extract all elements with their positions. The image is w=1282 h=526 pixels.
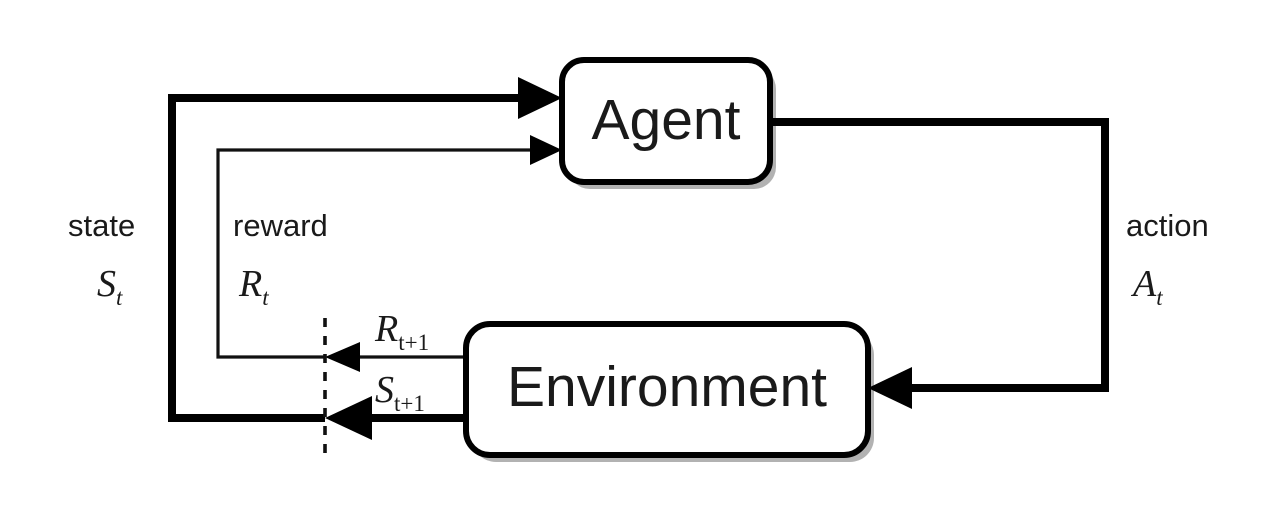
environment-box[interactable] [463,321,871,458]
agent-label: Agent [592,88,741,152]
reward-arrowhead-into-agent [530,135,562,165]
state-word-label: state [68,208,135,243]
reward-edge-path [216,148,536,359]
environment-label: Environment [507,355,827,419]
state-next-arrowhead [325,396,372,440]
state-symbol-sub: t [116,285,123,310]
label-state: state St [68,208,135,310]
node-environment[interactable]: Environment [463,321,874,462]
label-reward: reward Rt [233,208,328,310]
label-reward-next: Rt+1 [374,308,429,355]
reward-symbol: Rt [238,263,269,310]
reward-symbol-base: R [238,263,262,305]
agent-box[interactable] [559,57,773,185]
reward-symbol-sub: t [262,285,269,310]
edge-reward-to-agent [216,135,562,359]
reward-next-symbol-sub: t+1 [398,330,429,355]
edge-state-to-agent [168,77,562,422]
action-symbol: At [1130,263,1163,310]
reward-next-symbol: Rt+1 [374,308,429,355]
state-next-symbol-base: S [375,369,394,411]
edge-reward-next [325,342,466,372]
state-symbol-base: S [97,263,116,305]
action-symbol-sub: t [1156,285,1163,310]
state-next-symbol-sub: t+1 [394,391,425,416]
reward-word-label: reward [233,208,328,243]
reward-next-symbol-base: R [374,308,398,350]
action-arrowhead-into-environment [868,367,912,409]
action-word-label: action [1126,208,1209,243]
action-edge-path [770,118,1109,392]
label-action: action At [1126,208,1209,310]
state-next-symbol: St+1 [375,369,425,416]
state-edge-path [168,94,528,422]
reward-next-arrowhead [325,342,360,372]
action-symbol-base: A [1130,263,1157,305]
label-state-next: St+1 [375,369,425,416]
edge-state-next [325,396,466,440]
state-symbol: St [97,263,123,310]
node-agent[interactable]: Agent [559,57,776,189]
edge-action-to-environment [770,118,1109,409]
state-arrowhead-into-agent [518,77,562,119]
